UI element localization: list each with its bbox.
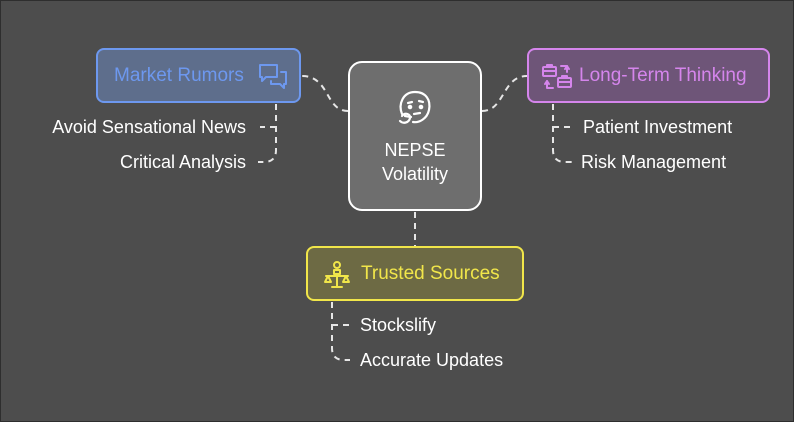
connector-trusted-leaves	[331, 302, 350, 361]
leaf-accurate-updates: Accurate Updates	[360, 350, 504, 370]
branch-long-term-thinking-label: Long-Term Thinking	[579, 64, 747, 86]
leaf-avoid-sensational-news: Avoid Sensational News	[52, 117, 246, 137]
leaf-patient-investment: Patient Investment	[583, 117, 733, 137]
branch-long-term-thinking: Long-Term Thinking	[527, 48, 770, 103]
branch-trusted-sources-label: Trusted Sources	[361, 262, 500, 284]
speech-bubbles-icon	[259, 64, 287, 89]
connector-center-to-longterm	[481, 75, 528, 112]
connector-longterm-leaves	[552, 104, 572, 163]
connector-rumors-leaves	[258, 104, 277, 163]
leaf-stockslify: Stockslify	[360, 315, 437, 335]
leaf-risk-management: Risk Management	[581, 152, 727, 172]
leaf-critical-analysis: Critical Analysis	[119, 152, 246, 172]
connector-center-to-rumors	[301, 75, 349, 112]
branch-trusted-sources: Trusted Sources	[306, 246, 524, 301]
thinking-face-icon	[398, 90, 431, 124]
branch-market-rumors-label: Market Rumors	[114, 64, 244, 86]
briefcase-exchange-icon	[542, 64, 572, 89]
center-title-line2: Volatility	[381, 164, 449, 184]
center-title-line1: NEPSE	[384, 140, 446, 160]
branch-market-rumors: Market Rumors	[96, 48, 301, 103]
scales-person-icon	[324, 261, 350, 288]
center-node-nepse-volatility: NEPSE Volatility	[348, 61, 482, 211]
